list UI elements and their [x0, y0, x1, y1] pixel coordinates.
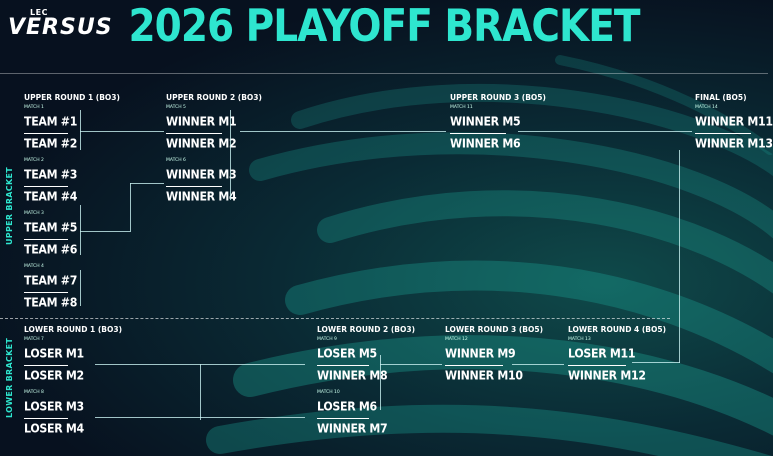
team-slot: TEAM #1: [24, 114, 78, 129]
connector: [240, 131, 446, 132]
logo-lec: LEC: [30, 8, 48, 17]
connector: [80, 231, 130, 232]
match-label: MATCH 6: [166, 158, 186, 163]
match-label: MATCH 13: [568, 337, 591, 342]
team-slot: WINNER M10: [445, 368, 523, 383]
connector: [518, 131, 692, 132]
team-slot: LOSER M4: [24, 421, 84, 436]
round-label-lr4: LOWER ROUND 4 (BO5): [568, 325, 667, 334]
round-label-ur1: UPPER ROUND 1 (BO3): [24, 93, 120, 102]
team-underline: [445, 365, 503, 366]
header-divider: [0, 73, 768, 74]
connector: [230, 110, 231, 200]
team-slot: WINNER M5: [450, 114, 521, 129]
team-slot: TEAM #5: [24, 220, 78, 235]
connector: [679, 150, 680, 363]
match-label: MATCH 2: [24, 158, 44, 163]
team-slot: LOSER M1: [24, 346, 84, 361]
team-underline: [166, 133, 222, 134]
team-slot: LOSER M6: [317, 399, 377, 414]
team-slot: WINNER M2: [166, 136, 237, 151]
team-slot: TEAM #6: [24, 242, 78, 257]
team-slot: TEAM #7: [24, 273, 78, 288]
match-label: MATCH 12: [445, 337, 468, 342]
connector: [80, 270, 81, 306]
team-slot: WINNER M3: [166, 167, 237, 182]
team-underline: [24, 133, 68, 134]
connector: [380, 355, 381, 410]
team-slot: WINNER M9: [445, 346, 516, 361]
team-slot: TEAM #2: [24, 136, 78, 151]
upper-bracket-label: UPPER BRACKET: [5, 167, 14, 245]
connector: [80, 205, 81, 255]
connector: [130, 183, 164, 184]
team-underline: [450, 133, 506, 134]
round-label-lr2: LOWER ROUND 2 (BO3): [317, 325, 416, 334]
lec-versus-logo: LEC VERSUS: [8, 8, 113, 39]
round-label-lr3: LOWER ROUND 3 (BO5): [445, 325, 544, 334]
connector: [380, 364, 442, 365]
round-label-lr1: LOWER ROUND 1 (BO3): [24, 325, 123, 334]
team-slot: WINNER M6: [450, 136, 521, 151]
team-slot: LOSER M3: [24, 399, 84, 414]
connector: [200, 364, 201, 420]
team-underline: [24, 239, 68, 240]
match-label: MATCH 11: [450, 105, 473, 110]
match-label: MATCH 7: [24, 337, 44, 342]
match-label: MATCH 14: [695, 105, 718, 110]
connector: [80, 110, 81, 150]
team-underline: [24, 292, 68, 293]
connector: [80, 131, 164, 132]
team-slot: WINNER M1: [166, 114, 237, 129]
team-slot: TEAM #4: [24, 189, 78, 204]
logo-versus: VERSUS: [8, 15, 113, 40]
round-label-final: FINAL (BO5): [695, 93, 747, 102]
team-underline: [695, 133, 751, 134]
team-underline: [24, 418, 68, 419]
team-slot: LOSER M11: [568, 346, 636, 361]
team-underline: [317, 365, 369, 366]
team-slot: TEAM #3: [24, 167, 78, 182]
round-label-ur2: UPPER ROUND 2 (BO3): [166, 93, 262, 102]
team-slot: TEAM #8: [24, 295, 78, 310]
team-underline: [568, 365, 626, 366]
bracket-divider: [0, 318, 670, 319]
round-label-ur3: UPPER ROUND 3 (BO5): [450, 93, 546, 102]
team-slot: WINNER M11: [695, 114, 773, 129]
connector: [130, 183, 131, 232]
team-slot: WINNER M7: [317, 421, 388, 436]
team-underline: [317, 418, 369, 419]
team-underline: [24, 365, 68, 366]
team-underline: [166, 186, 222, 187]
team-slot: WINNER M12: [568, 368, 646, 383]
team-slot: LOSER M2: [24, 368, 84, 383]
match-label: MATCH 4: [24, 264, 44, 269]
team-slot: WINNER M13: [695, 136, 773, 151]
match-label: MATCH 5: [166, 105, 186, 110]
match-label: MATCH 8: [24, 390, 44, 395]
match-label: MATCH 10: [317, 390, 340, 395]
team-slot: WINNER M4: [166, 189, 237, 204]
connector: [512, 364, 564, 365]
team-slot: WINNER M8: [317, 368, 388, 383]
lower-bracket-label: LOWER BRACKET: [5, 337, 14, 418]
match-label: MATCH 9: [317, 337, 337, 342]
connector: [632, 362, 680, 363]
team-slot: LOSER M5: [317, 346, 377, 361]
team-underline: [24, 186, 68, 187]
match-label: MATCH 3: [24, 211, 44, 216]
page-title: 2026 PLAYOFF BRACKET: [128, 0, 641, 53]
match-label: MATCH 1: [24, 105, 44, 110]
connector: [95, 417, 305, 418]
